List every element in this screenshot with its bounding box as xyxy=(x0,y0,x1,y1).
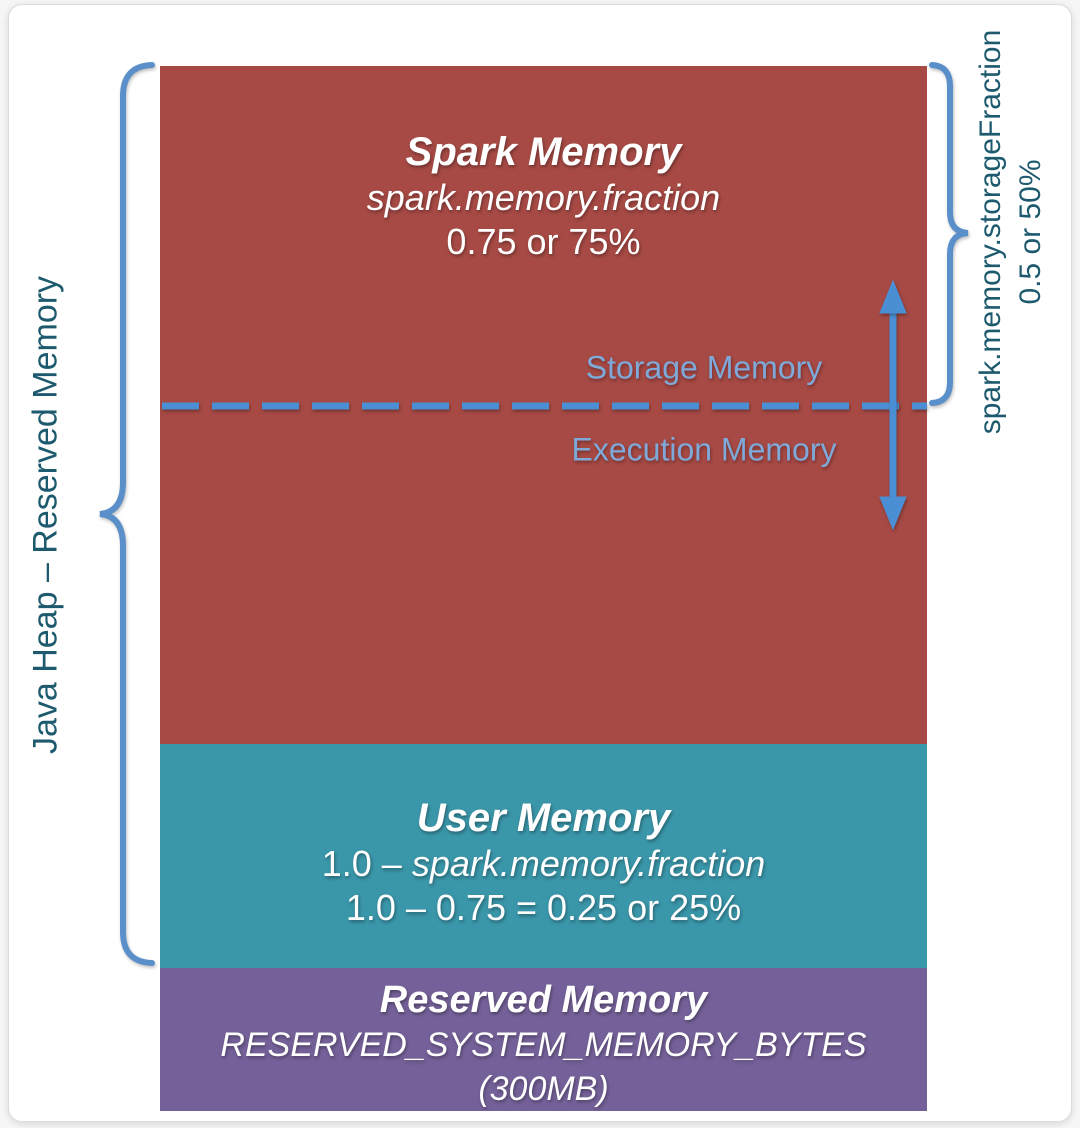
spark-memory-block: Spark Memory spark.memory.fraction 0.75 … xyxy=(160,66,927,744)
java-heap-annotation: Java Heap – Reserved Memory xyxy=(26,275,65,755)
storage-fraction-annotation: spark.memory.storageFraction 0.5 or 50% xyxy=(971,30,1051,435)
storage-fraction-annotation-line2: 0.5 or 50% xyxy=(1014,159,1047,305)
spark-memory-property: spark.memory.fraction xyxy=(366,177,721,218)
reserved-memory-block: Reserved Memory RESERVED_SYSTEM_MEMORY_B… xyxy=(160,968,927,1111)
spark-memory-value: 0.75 or 75% xyxy=(446,221,641,262)
user-memory-formula: 1.0 – spark.memory.fraction xyxy=(322,842,766,886)
user-memory-value: 1.0 – 0.75 = 0.25 or 25% xyxy=(345,887,742,928)
user-memory-formula-prefix: 1.0 – xyxy=(321,843,412,884)
user-memory-formula-property: spark.memory.fraction xyxy=(411,843,766,884)
reserved-memory-detail: RESERVED_SYSTEM_MEMORY_BYTES (300MB) xyxy=(220,1026,867,1108)
execution-memory-label: Execution Memory xyxy=(571,431,837,468)
storage-memory-label: Storage Memory xyxy=(585,349,823,386)
spark-memory-title: Spark Memory xyxy=(405,130,682,174)
user-memory-block: User Memory 1.0 – spark.memory.fraction … xyxy=(160,744,927,968)
user-memory-title: User Memory xyxy=(416,796,671,840)
reserved-memory-title: Reserved Memory xyxy=(379,979,708,1021)
storage-fraction-annotation-line1: spark.memory.storageFraction xyxy=(974,29,1007,435)
